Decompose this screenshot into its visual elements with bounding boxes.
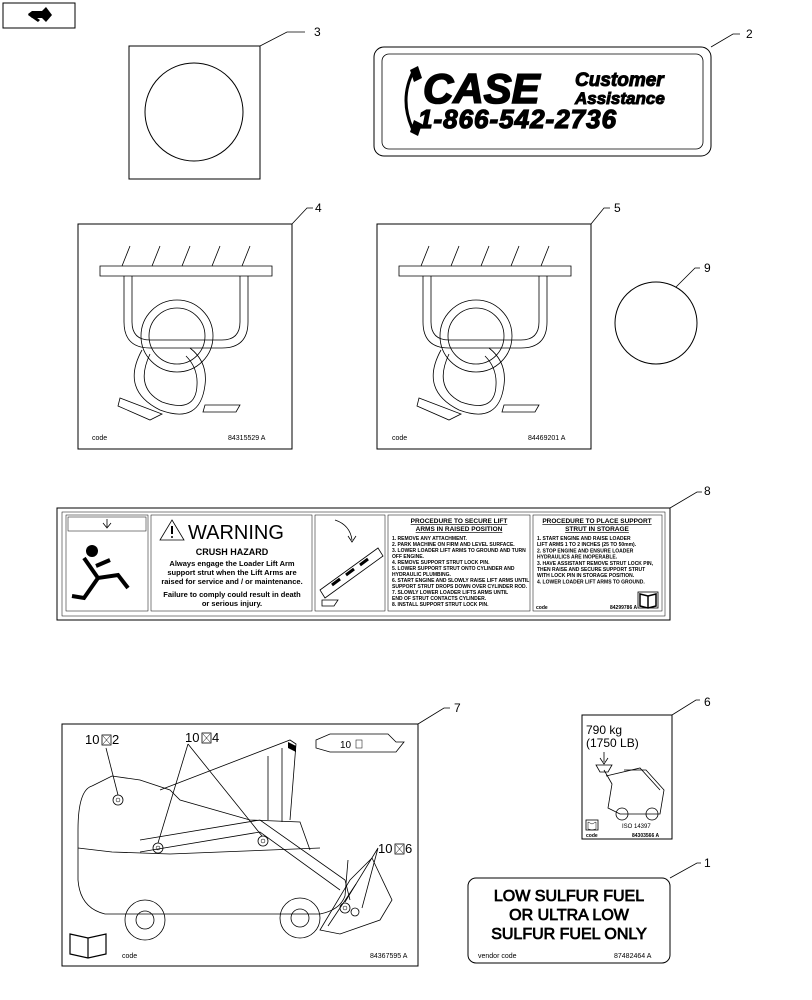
callout-8: 8	[704, 484, 711, 498]
label-8-part: 84299786 A	[610, 605, 637, 611]
callout-1: 1	[704, 856, 711, 870]
label-6-rated-load-decal: 790 kg (1750 LB) ISO 14397 code 84303566…	[581, 695, 711, 840]
callout-6: 6	[704, 695, 711, 709]
label-1-fuel-decal: LOW SULFUR FUEL OR ULTRA LOW SULFUR FUEL…	[467, 856, 711, 964]
fuel-line-1: LOW SULFUR FUEL	[494, 888, 644, 905]
callout-2: 2	[746, 27, 753, 41]
phone-number: 1-866-542-2736	[418, 104, 617, 134]
proc2-step: 1. START ENGINE AND RAISE LOADER	[537, 536, 631, 542]
label-4-code: code	[92, 435, 107, 442]
proc2-step: HYDRAULICS ARE INOPERABLE.	[537, 555, 618, 561]
weight-kg: 790 kg	[586, 723, 622, 737]
label-5-tie-down-decal: code 84469201 A 5	[376, 201, 621, 450]
label-1-code: vendor code	[478, 953, 517, 960]
proc1-step: HYDRAULIC PLUMBING.	[392, 572, 451, 578]
assistance-text: Assistance	[574, 89, 665, 108]
fuel-line-3: SULFUR FUEL ONLY	[491, 926, 647, 943]
proc2-title-1: PROCEDURE TO PLACE SUPPORT	[542, 518, 651, 525]
proc1-step: 3. LOWER LOADER LIFT ARMS TO GROUND AND …	[392, 548, 526, 554]
proc1-step: 7. SLOWLY LOWER LOADER LIFTS ARMS UNTIL	[392, 590, 508, 596]
proc1-step: 8. INSTALL SUPPORT STRUT LOCK PIN.	[392, 602, 489, 608]
proc2-title-2: STRUT IN STORAGE	[565, 526, 629, 533]
lube-3-count: 10	[378, 841, 392, 856]
proc1-step: 6. START ENGINE AND SLOWLY RAISE LIFT AR…	[392, 578, 529, 584]
iso-text: ISO 14397	[622, 824, 651, 830]
proc2-step: THEN RAISE AND SECURE SUPPORT STRUT	[537, 567, 645, 573]
callout-3: 3	[314, 25, 321, 39]
lube-3-hours: 6	[405, 841, 412, 856]
proc1-title-2: ARMS IN RAISED POSITION	[416, 526, 503, 533]
proc2-step: 2. STOP ENGINE AND ENSURE LOADER	[537, 548, 634, 554]
case-brand: CASE	[423, 65, 542, 112]
crush-person-icon	[71, 545, 130, 601]
tie-down-icon	[398, 245, 572, 421]
callout-4: 4	[315, 201, 322, 215]
label-7-code: code	[122, 953, 137, 960]
proc2-step: 4. LOWER LOADER LIFT ARMS TO GROUND.	[537, 579, 645, 585]
label-7-service-points-decal: 10 2 10 4 10 6 10	[61, 701, 461, 967]
proc1-step: OFF ENGINE.	[392, 554, 425, 560]
lube-2-hours: 4	[212, 730, 219, 745]
label-6-part: 84303566 A	[632, 833, 659, 839]
label-3-circle-decal: 3	[128, 25, 321, 180]
warning-msg-2: support strut when the Lift Arms are	[167, 568, 296, 577]
proc1-title-1: PROCEDURE TO SECURE LIFT	[411, 518, 508, 525]
proc1-steps: 1. REMOVE ANY ATTACHMENT.2. PARK MACHINE…	[392, 536, 529, 608]
label-5-part: 84469201 A	[528, 435, 566, 442]
label-4-part: 84315529 A	[228, 435, 266, 442]
hazard-text: CRUSH HAZARD	[196, 547, 269, 557]
callout-7: 7	[454, 701, 461, 715]
lube-1-hours: 2	[112, 732, 119, 747]
warning-msg-4: Failure to comply could result in death	[163, 590, 301, 599]
proc2-step: WITH LOCK PIN IN STORAGE POSITION.	[537, 573, 635, 579]
proc2-step: LIFT ARMS 1 TO 2 INCHES (25 TO 50mm).	[537, 542, 637, 548]
proc1-step: SUPPORT STRUT DROPS DOWN OVER CYLINDER R…	[392, 584, 528, 590]
manual-book-icon	[69, 933, 107, 959]
label-2-customer-assistance: CASE Customer Assistance 1-866-542-2736 …	[373, 27, 753, 157]
lube-1-count: 10	[85, 732, 99, 747]
warning-msg-1: Always engage the Loader Lift Arm	[169, 559, 294, 568]
proc1-step: END OF STRUT CONTACTS CYLINDER.	[392, 596, 487, 602]
phone-icon	[404, 66, 422, 136]
label-7-part: 84367595 A	[370, 953, 408, 960]
tie-down-icon	[99, 245, 273, 421]
callout-9: 9	[704, 261, 711, 275]
manual-book-icon	[637, 591, 659, 609]
label-1-part: 87482464 A	[614, 953, 652, 960]
proc1-step: 5. LOWER SUPPORT STRUT ONTO CYLINDER AND	[392, 566, 515, 572]
label-8-warning-decal: WARNING CRUSH HAZARD Always engage the L…	[56, 484, 711, 621]
callout-5: 5	[614, 201, 621, 215]
warning-title: WARNING	[188, 522, 284, 544]
label-8-code: code	[536, 605, 548, 611]
lube-4-count: 10	[340, 740, 352, 751]
label-5-code: code	[392, 435, 407, 442]
lube-2-count: 10	[185, 730, 199, 745]
label-9-circle-decal: 9	[614, 261, 711, 365]
proc2-step: 3. HAVE ASSISTANT REMOVE STRUT LOCK PIN,	[537, 561, 654, 567]
warning-msg-3: raised for service and / or maintenance.	[161, 577, 302, 586]
label-6-code: code	[586, 833, 598, 839]
fuel-line-2: OR ULTRA LOW	[509, 907, 630, 924]
proc1-step: 4. REMOVE SUPPORT STRUT LOCK PIN.	[392, 560, 490, 566]
nav-arrow-icon[interactable]	[2, 2, 76, 29]
weight-lb: (1750 LB)	[586, 736, 639, 750]
warning-msg-5: or serious injury.	[202, 599, 262, 608]
label-4-tie-down-decal: code 84315529 A 4	[77, 201, 322, 450]
warning-triangle-icon	[159, 519, 185, 541]
proc1-step: 1. REMOVE ANY ATTACHMENT.	[392, 536, 468, 542]
proc1-step: 2. PARK MACHINE ON FIRM AND LEVEL SURFAC…	[392, 542, 515, 548]
customer-text: Customer	[575, 70, 665, 91]
